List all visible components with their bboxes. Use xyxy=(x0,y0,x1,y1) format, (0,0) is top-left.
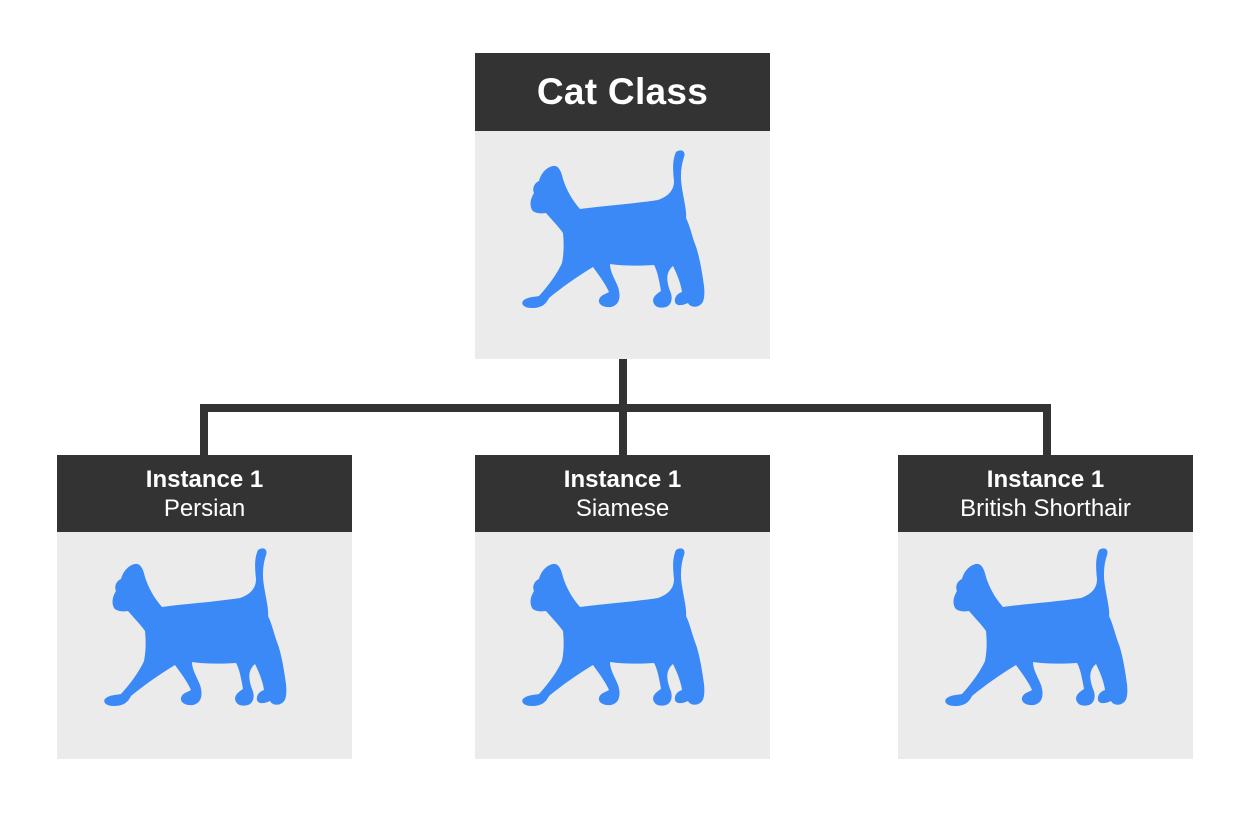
instance-title: Instance 1 xyxy=(145,465,264,493)
cat-silhouette-icon xyxy=(520,544,720,724)
cat-silhouette-icon xyxy=(102,544,302,724)
instance-subtitle: British Shorthair xyxy=(960,494,1131,522)
instance-node: Instance 1 Siamese xyxy=(475,455,770,759)
class-node: Cat Class xyxy=(475,53,770,359)
instance-subtitle: Persian xyxy=(163,494,246,522)
cat-silhouette-icon xyxy=(520,146,720,326)
instance-header: Instance 1 Siamese xyxy=(475,455,770,532)
instance-node: Instance 1 Persian xyxy=(57,455,352,759)
instance-title: Instance 1 xyxy=(563,465,682,493)
instance-node: Instance 1 British Shorthair xyxy=(898,455,1193,759)
class-node-header: Cat Class xyxy=(475,53,770,131)
class-title: Cat Class xyxy=(536,71,709,112)
cat-silhouette-icon xyxy=(943,544,1143,724)
instance-title: Instance 1 xyxy=(986,465,1105,493)
instance-header: Instance 1 Persian xyxy=(57,455,352,532)
instance-subtitle: Siamese xyxy=(575,494,670,522)
instance-header: Instance 1 British Shorthair xyxy=(898,455,1193,532)
